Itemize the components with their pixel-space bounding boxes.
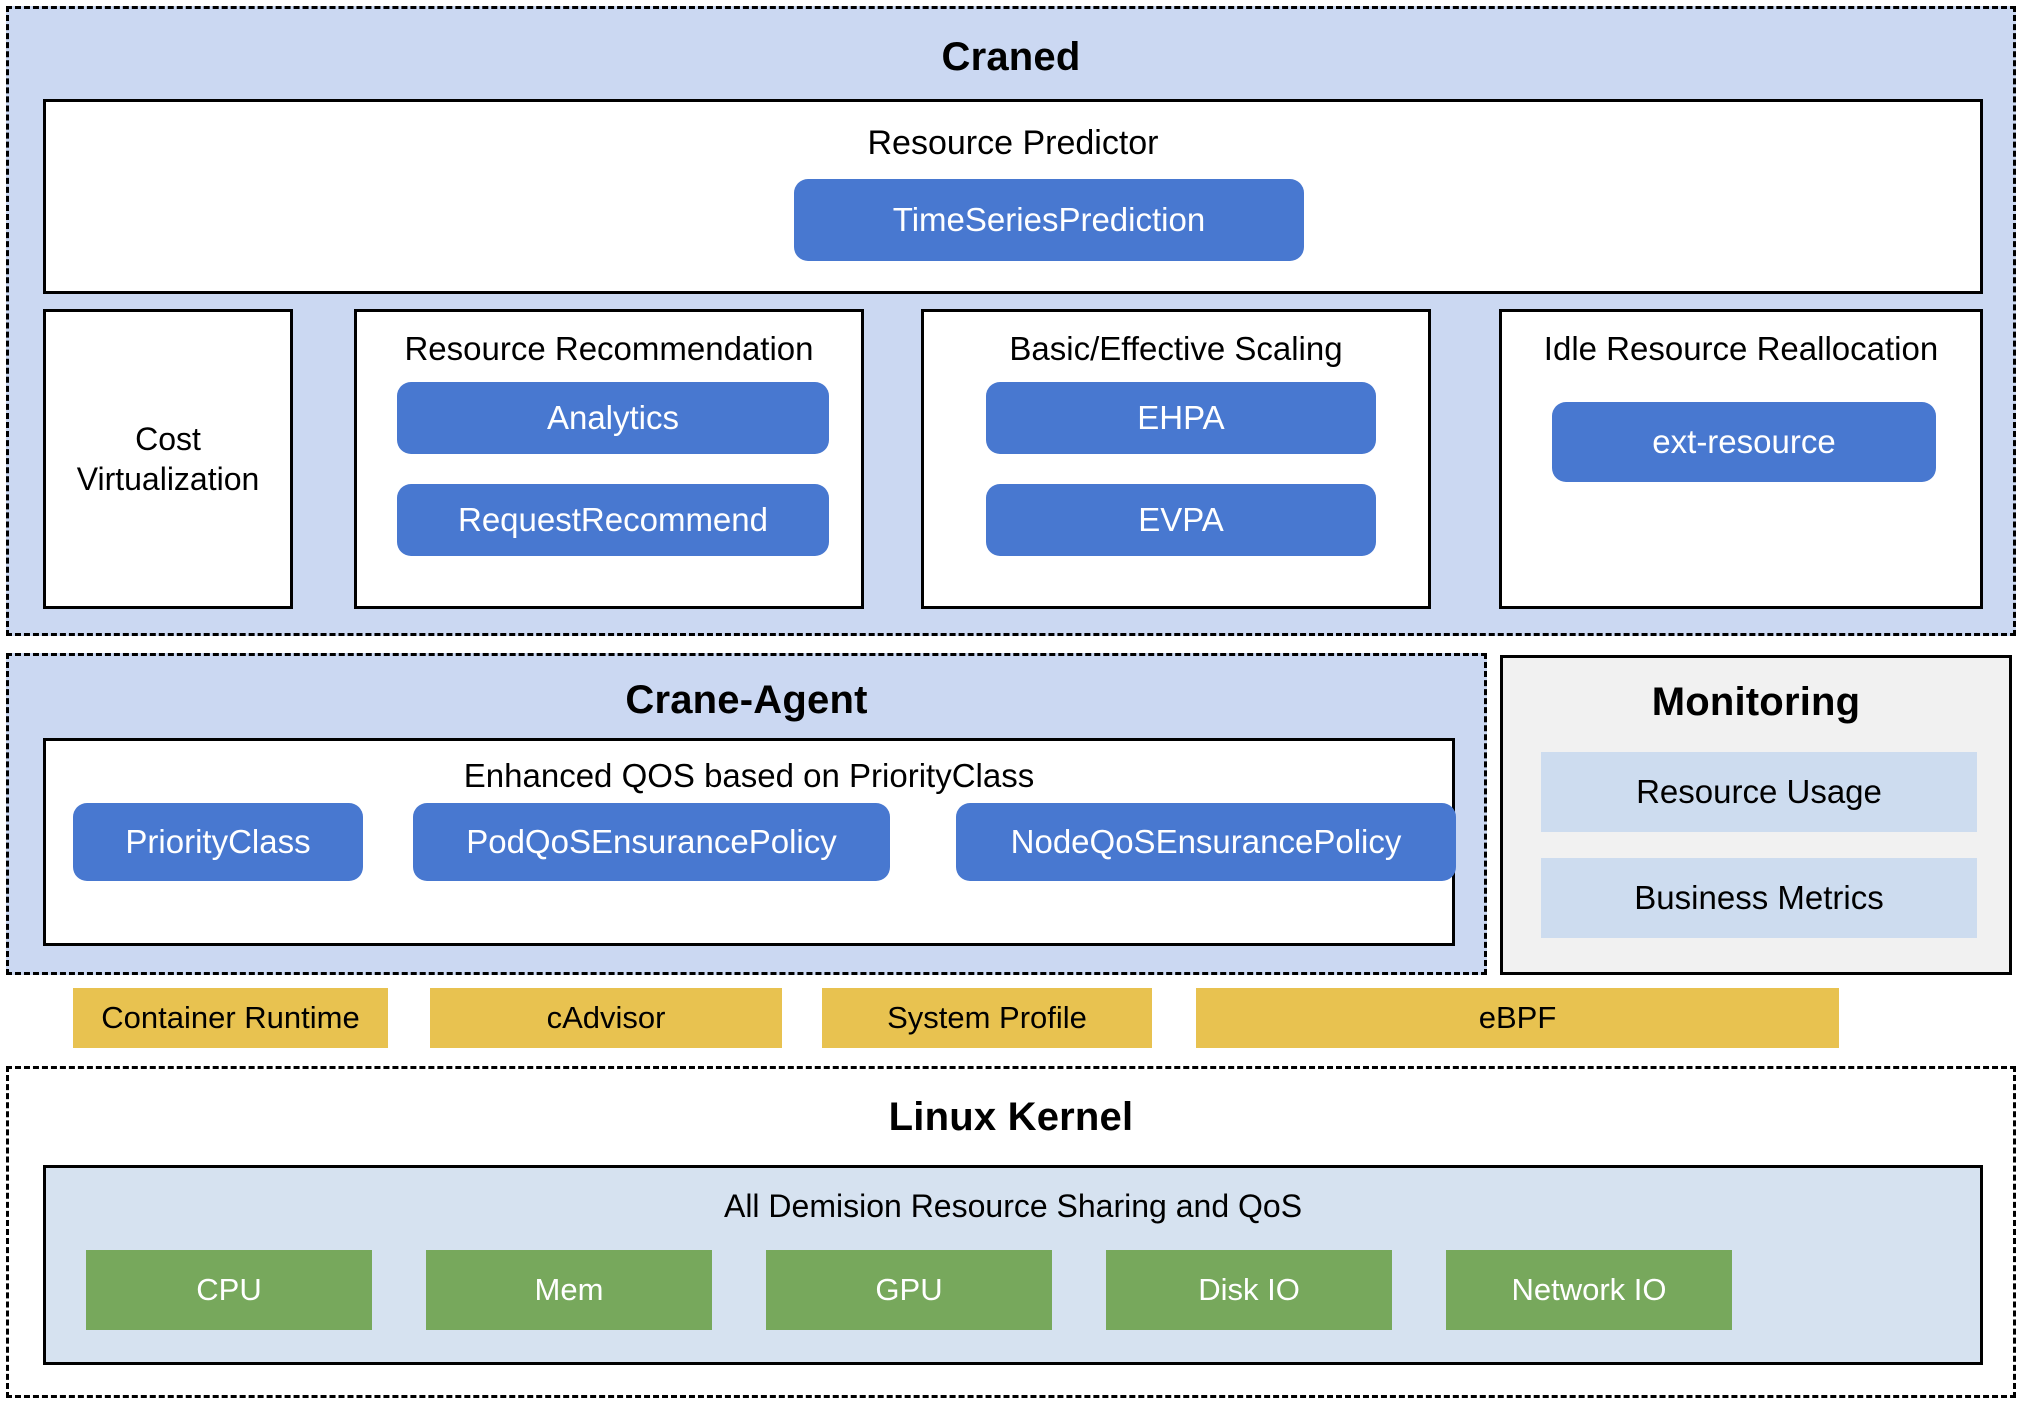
cost-virtualization-label: Cost Virtualization: [46, 312, 290, 606]
cost-virtualization-line-1: Cost: [135, 421, 201, 457]
cost-virtualization-line-2: Virtualization: [76, 461, 260, 497]
basic-effective-scaling-panel: Basic/Effective Scaling EHPA EVPA: [921, 309, 1431, 609]
all-dimension-resource-sharing-panel: All Demision Resource Sharing and QoS CP…: [43, 1165, 1983, 1365]
linux-kernel-section-title: Linux Kernel: [888, 1095, 1134, 1139]
mem-block[interactable]: Mem: [426, 1250, 712, 1330]
resource-usage-block[interactable]: Resource Usage: [1541, 752, 1977, 832]
resource-predictor-title: Resource Predictor: [867, 124, 1159, 162]
analytics-block[interactable]: Analytics: [397, 382, 829, 454]
monitoring-panel: Monitoring Resource Usage Business Metri…: [1500, 655, 2012, 975]
crane-agent-section: Crane-Agent Enhanced QOS based on Priori…: [6, 653, 1487, 975]
linux-kernel-section: Linux Kernel All Demision Resource Shari…: [6, 1066, 2016, 1398]
idle-resource-reallocation-panel: Idle Resource Reallocation ext-resource: [1499, 309, 1983, 609]
enhanced-qos-panel: Enhanced QOS based on PriorityClass Prio…: [43, 738, 1456, 946]
ehpa-block[interactable]: EHPA: [986, 382, 1376, 454]
basic-effective-scaling-title: Basic/Effective Scaling: [1009, 330, 1343, 367]
disk-io-block[interactable]: Disk IO: [1106, 1250, 1392, 1330]
pod-qos-ensurance-policy-block[interactable]: PodQoSEnsurancePolicy: [413, 803, 890, 881]
network-io-block[interactable]: Network IO: [1446, 1250, 1732, 1330]
evpa-block[interactable]: EVPA: [986, 484, 1376, 556]
idle-resource-reallocation-title: Idle Resource Reallocation: [1543, 330, 1939, 367]
enhanced-qos-title: Enhanced QOS based on PriorityClass: [463, 757, 1035, 794]
priority-class-block[interactable]: PriorityClass: [73, 803, 363, 881]
craned-section: Craned Resource Predictor TimeSeriesPred…: [6, 6, 2016, 636]
cadvisor-block[interactable]: cAdvisor: [430, 988, 782, 1048]
container-runtime-block[interactable]: Container Runtime: [73, 988, 388, 1048]
crane-agent-section-title: Crane-Agent: [625, 678, 868, 722]
craned-section-title: Craned: [941, 35, 1081, 79]
system-profile-block[interactable]: System Profile: [822, 988, 1152, 1048]
node-qos-ensurance-policy-block[interactable]: NodeQoSEnsurancePolicy: [956, 803, 1456, 881]
cpu-block[interactable]: CPU: [86, 1250, 372, 1330]
request-recommend-block[interactable]: RequestRecommend: [397, 484, 829, 556]
cost-virtualization-panel: Cost Virtualization: [43, 309, 293, 609]
business-metrics-block[interactable]: Business Metrics: [1541, 858, 1977, 938]
ext-resource-block[interactable]: ext-resource: [1552, 402, 1936, 482]
resource-recommendation-title: Resource Recommendation: [404, 330, 814, 367]
resource-recommendation-panel: Resource Recommendation Analytics Reques…: [354, 309, 864, 609]
resource-predictor-panel: Resource Predictor TimeSeriesPrediction: [43, 99, 1983, 294]
ebpf-block[interactable]: eBPF: [1196, 988, 1839, 1048]
all-dimension-resource-sharing-title: All Demision Resource Sharing and QoS: [723, 1188, 1303, 1224]
gpu-block[interactable]: GPU: [766, 1250, 1052, 1330]
time-series-prediction-block[interactable]: TimeSeriesPrediction: [794, 179, 1304, 261]
monitoring-title: Monitoring: [1651, 680, 1861, 724]
